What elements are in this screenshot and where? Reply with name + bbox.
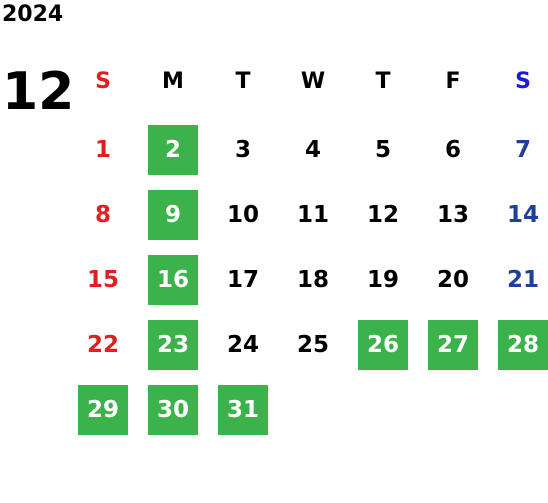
day-cell[interactable]: 27 — [428, 320, 478, 370]
day-cell[interactable]: 9 — [148, 190, 198, 240]
day-cell[interactable]: 31 — [218, 385, 268, 435]
day-cell[interactable]: 15 — [86, 267, 119, 293]
day-cell[interactable]: 11 — [296, 202, 329, 228]
day-cell[interactable]: 7 — [514, 137, 531, 163]
day-cell[interactable]: 12 — [366, 202, 399, 228]
day-cell[interactable]: 14 — [506, 202, 539, 228]
month-label: 12 — [2, 62, 75, 122]
weekday-tue: T — [235, 68, 251, 94]
day-cell[interactable]: 1 — [94, 137, 111, 163]
day-cell[interactable]: 28 — [498, 320, 548, 370]
day-cell[interactable]: 3 — [234, 137, 251, 163]
day-cell[interactable]: 18 — [296, 267, 329, 293]
day-cell[interactable]: 19 — [366, 267, 399, 293]
weekday-wed: W — [300, 68, 326, 94]
day-cell[interactable]: 6 — [444, 137, 461, 163]
weekday-mon: M — [162, 68, 184, 94]
day-cell[interactable]: 26 — [358, 320, 408, 370]
day-cell[interactable]: 22 — [86, 332, 119, 358]
day-cell[interactable]: 29 — [78, 385, 128, 435]
day-cell[interactable]: 5 — [374, 137, 391, 163]
day-cell[interactable]: 8 — [94, 202, 111, 228]
weekday-thu: T — [375, 68, 391, 94]
day-cell[interactable]: 23 — [148, 320, 198, 370]
day-cell[interactable]: 10 — [226, 202, 259, 228]
weekday-sun: S — [95, 68, 111, 94]
year-label: 2024 — [2, 2, 64, 27]
day-cell[interactable]: 30 — [148, 385, 198, 435]
day-cell[interactable]: 21 — [506, 267, 539, 293]
day-cell[interactable]: 25 — [296, 332, 329, 358]
day-cell[interactable]: 13 — [436, 202, 469, 228]
day-cell[interactable]: 24 — [226, 332, 259, 358]
day-cell[interactable]: 16 — [148, 255, 198, 305]
weekday-fri: F — [445, 68, 461, 94]
day-cell[interactable]: 2 — [148, 125, 198, 175]
day-cell[interactable]: 20 — [436, 267, 469, 293]
day-cell[interactable]: 17 — [226, 267, 259, 293]
day-cell[interactable]: 4 — [304, 137, 321, 163]
weekday-sat: S — [515, 68, 531, 94]
